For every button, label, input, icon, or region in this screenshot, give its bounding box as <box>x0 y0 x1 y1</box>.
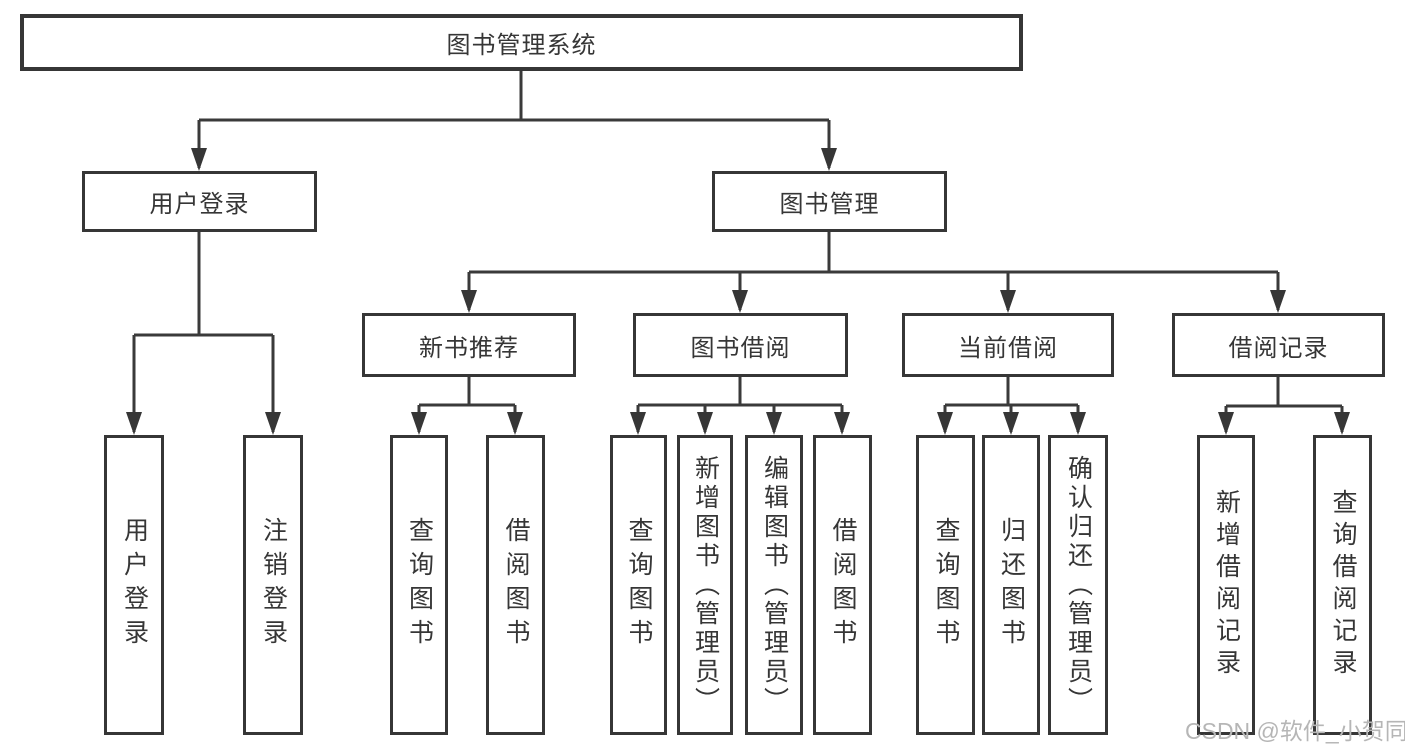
leaf-query-borrow-record: 查询借阅记录 <box>1313 435 1372 735</box>
node-current-borrowing: 当前借阅 <box>902 313 1114 377</box>
leaf-add-books-admin: 新增图书（管理员） <box>677 435 733 735</box>
leaf-logout: 注销登录 <box>243 435 303 735</box>
node-label: 当前借阅 <box>958 334 1058 362</box>
leaf-label: 查询图书 <box>405 517 434 653</box>
node-label: 图书借阅 <box>690 334 791 362</box>
leaf-query-books: 查询图书 <box>916 435 975 735</box>
leaf-add-borrow-record: 新增借阅记录 <box>1197 435 1255 735</box>
leaf-label: 查询图书 <box>625 517 653 653</box>
leaf-label: 用户登录 <box>120 517 149 653</box>
leaf-confirm-return-admin: 确认归还（管理员） <box>1048 435 1108 735</box>
node-user-login: 用户登录 <box>82 171 317 232</box>
node-label: 新书推荐 <box>419 334 519 362</box>
node-library-management-system: 图书管理系统 <box>20 14 1023 71</box>
node-label: 图书管理系统 <box>446 32 597 59</box>
leaf-label: 新增图书（管理员） <box>691 454 720 716</box>
leaf-label: 借阅图书 <box>829 517 857 653</box>
node-borrowing-records: 借阅记录 <box>1172 313 1385 377</box>
node-new-book-recommendation: 新书推荐 <box>362 313 576 377</box>
leaf-return-books: 归还图书 <box>982 435 1040 735</box>
leaf-query-books: 查询图书 <box>390 435 448 735</box>
leaf-borrow-books: 借阅图书 <box>486 435 545 735</box>
leaf-user-login: 用户登录 <box>104 435 164 735</box>
leaf-label: 归还图书 <box>997 517 1026 653</box>
csdn-watermark: CSDN @软件_小贺同学 <box>1185 718 1405 744</box>
node-book-management: 图书管理 <box>712 171 947 232</box>
leaf-label: 编辑图书（管理员） <box>760 454 789 716</box>
leaf-label: 新增借阅记录 <box>1212 489 1241 681</box>
leaf-query-books: 查询图书 <box>610 435 667 735</box>
leaf-label: 注销登录 <box>259 517 288 653</box>
node-label: 图书管理 <box>779 191 880 218</box>
leaf-label: 借阅图书 <box>502 517 530 653</box>
leaf-label: 查询图书 <box>932 517 960 653</box>
node-label: 用户登录 <box>149 191 250 218</box>
leaf-borrow-books: 借阅图书 <box>813 435 872 735</box>
leaf-label: 确认归还（管理员） <box>1064 454 1093 716</box>
node-label: 借阅记录 <box>1228 334 1329 362</box>
node-book-borrowing: 图书借阅 <box>633 313 848 377</box>
leaf-edit-books-admin: 编辑图书（管理员） <box>745 435 803 735</box>
arrowhead-icons <box>126 148 1350 435</box>
leaf-label: 查询借阅记录 <box>1329 489 1357 681</box>
